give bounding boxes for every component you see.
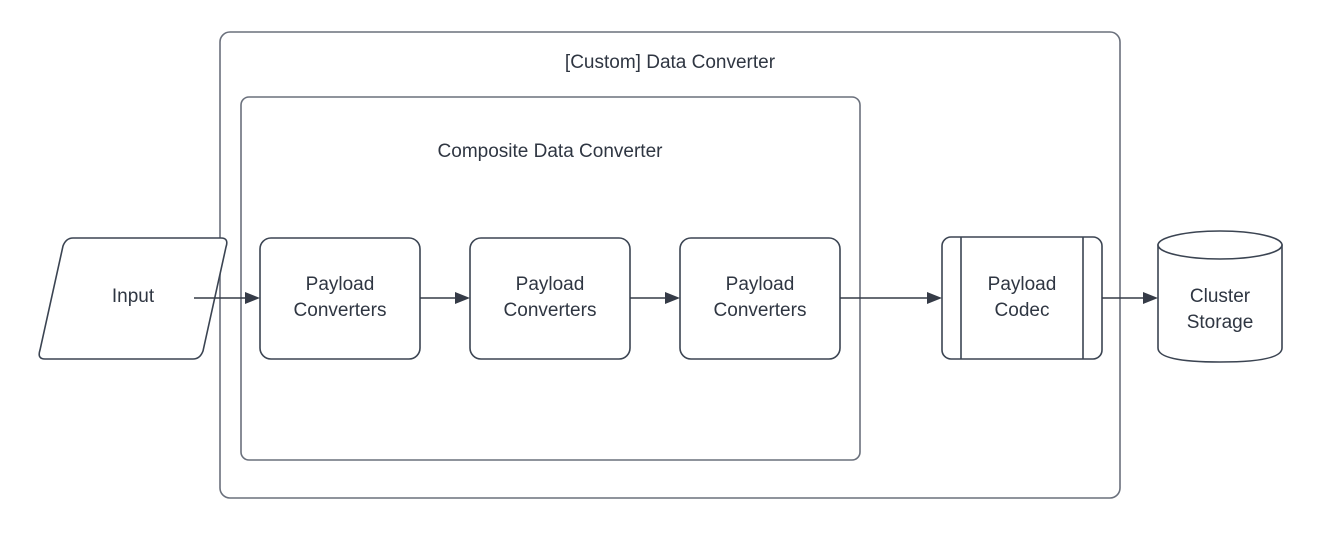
node-payload-converters-2-label-line1: Payload <box>516 274 585 295</box>
node-payload-converters-2-shape <box>469 237 631 360</box>
node-cluster-storage-label-line1: Cluster <box>1190 286 1251 307</box>
arrow-right-icon <box>1143 292 1158 304</box>
node-payload-converters-3-shape <box>679 237 841 360</box>
edge-codec-to-storage <box>1102 292 1158 304</box>
arrow-right-icon <box>455 292 470 304</box>
node-input-label: Input <box>112 286 155 307</box>
arrow-right-icon <box>245 292 260 304</box>
node-input[interactable]: Input <box>38 237 228 360</box>
edge-input-to-converter-1 <box>194 292 260 304</box>
node-payload-converters-2[interactable]: Payload Converters <box>469 237 631 360</box>
container-composite-data-converter-label: Composite Data Converter <box>438 141 664 162</box>
container-custom-data-converter-label: [Custom] Data Converter <box>565 52 776 73</box>
node-input-shape <box>38 237 228 360</box>
edge-converter-1-to-converter-2 <box>420 292 470 304</box>
node-payload-converters-3[interactable]: Payload Converters <box>679 237 841 360</box>
node-payload-converters-3-label-line1: Payload <box>726 274 795 295</box>
node-cluster-storage-body <box>1157 244 1283 363</box>
arrow-right-icon <box>927 292 942 304</box>
node-payload-codec-shape <box>941 236 1103 360</box>
node-payload-converters-1-label-line1: Payload <box>306 274 375 295</box>
arrow-right-icon <box>665 292 680 304</box>
edge-converter-2-to-converter-3 <box>630 292 680 304</box>
container-composite-data-converter[interactable]: Composite Data Converter <box>240 96 861 461</box>
container-composite-data-converter-border <box>240 96 861 461</box>
node-payload-converters-1[interactable]: Payload Converters <box>259 237 421 360</box>
node-payload-codec-label-line2: Codec <box>995 300 1050 321</box>
node-payload-converters-1-label-line2: Converters <box>294 300 387 321</box>
node-cluster-storage-top <box>1157 230 1283 260</box>
node-payload-codec[interactable]: Payload Codec <box>941 236 1103 360</box>
node-payload-converters-1-shape <box>259 237 421 360</box>
node-cluster-storage-label-line2: Storage <box>1187 312 1254 333</box>
node-payload-converters-2-label-line2: Converters <box>504 300 597 321</box>
node-payload-codec-label-line1: Payload <box>988 274 1057 295</box>
node-cluster-storage[interactable]: Cluster Storage <box>1157 230 1283 363</box>
edge-converter-3-to-codec <box>840 292 942 304</box>
node-payload-converters-3-label-line2: Converters <box>714 300 807 321</box>
